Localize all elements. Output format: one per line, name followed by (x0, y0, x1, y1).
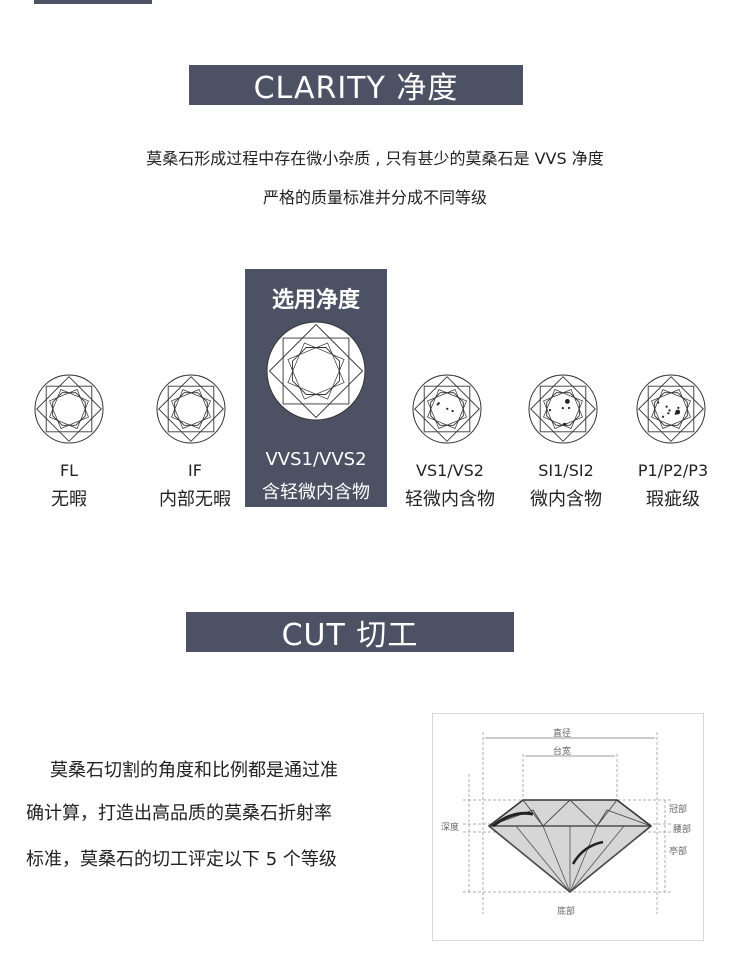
grade-code-si: SI1/SI2 (538, 461, 594, 480)
clarity-section-title: CLARITY 净度 (189, 65, 523, 106)
diamond-si-icon (527, 373, 599, 445)
diamond-if-icon (155, 373, 227, 445)
cut-description-line-3: 标准，莫桑石的切工评定以下 5 个等级 (26, 849, 337, 870)
grade-name-p: 瑕疵级 (646, 489, 700, 510)
grade-code-fl: FL (59, 461, 79, 480)
grade-name-vs: 轻微内含物 (405, 489, 495, 510)
top-divider-bar (34, 0, 152, 4)
label-table: 台宽 (553, 747, 572, 757)
cut-section-title: CUT 切工 (186, 612, 514, 653)
grade-code-vvs: VVS1/VVS2 (265, 449, 367, 470)
grade-code-vs: VS1/VS2 (416, 461, 484, 480)
diamond-profile-illustration (463, 732, 673, 914)
clarity-title-text: CLARITY 净度 (253, 71, 459, 106)
clarity-description-line-1: 莫桑石形成过程中存在微小杂质 , 只有甚少的莫桑石是 VVS 净度 (146, 149, 604, 168)
diamond-vs-icon (411, 373, 483, 445)
selected-clarity-label: 选用净度 (271, 288, 360, 313)
label-crown: 冠部 (669, 805, 688, 815)
grade-name-fl: 无暇 (51, 489, 87, 510)
label-pavilion: 亭部 (669, 847, 688, 857)
diamond-p-icon (635, 373, 707, 445)
cut-title-text: CUT 切工 (281, 618, 419, 653)
cut-description-line-1: 莫桑石切割的角度和比例都是通过准 (50, 760, 338, 781)
cut-description-line-2: 确计算，打造出高品质的莫桑石折射率 (26, 803, 332, 824)
label-bottom: 底部 (557, 907, 576, 917)
grade-code-p: P1/P2/P3 (637, 461, 709, 480)
diamond-fl-icon (33, 373, 105, 445)
grade-name-vvs: 含轻微内含物 (262, 482, 370, 503)
label-girdle: 腰部 (673, 825, 692, 835)
label-diameter: 直径 (553, 729, 572, 739)
grade-code-if: IF (188, 461, 202, 480)
grade-name-si: 微内含物 (530, 489, 602, 510)
grade-name-if: 内部无暇 (159, 489, 231, 510)
cut-proportion-diagram: 直径 台宽 冠部 腰部 亭部 深度 底部 (432, 713, 704, 941)
clarity-description-line-2: 严格的质量标准并分成不同等级 (262, 188, 487, 207)
diamond-vvs-icon (265, 320, 367, 422)
label-depth: 深度 (441, 823, 460, 833)
